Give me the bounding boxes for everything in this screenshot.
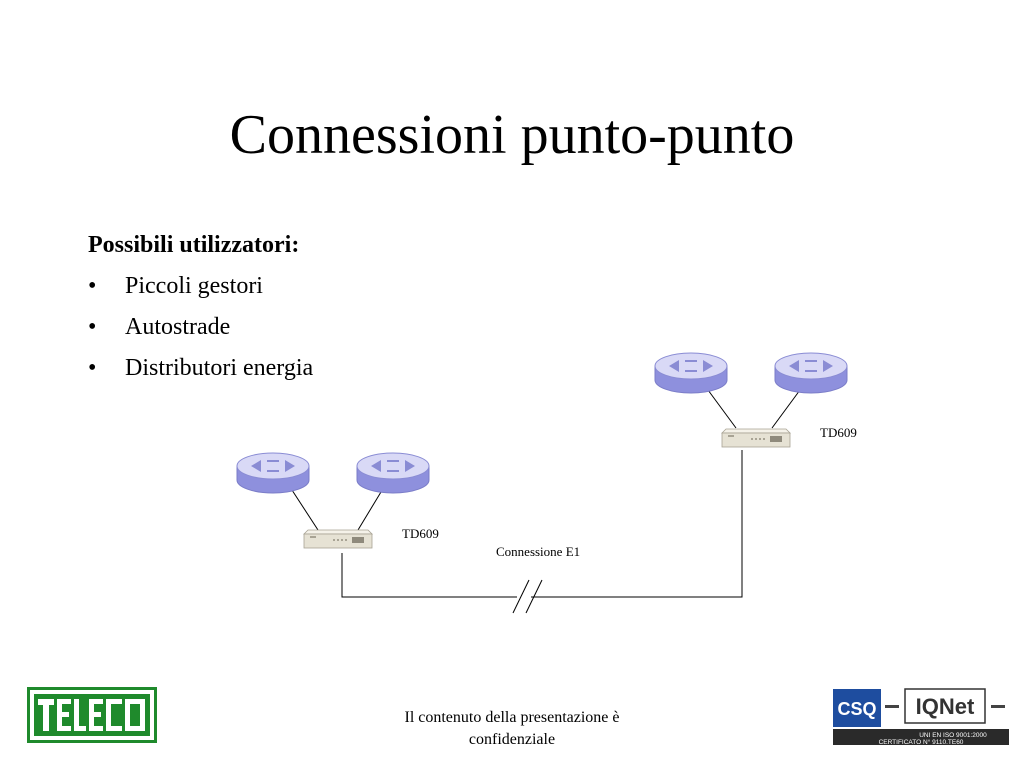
router-icon bbox=[774, 352, 848, 394]
td609-device-icon bbox=[303, 529, 373, 549]
bullet-item: •Autostrade bbox=[88, 314, 231, 340]
router-link-line bbox=[771, 389, 801, 429]
bullet-section: Possibili utilizzatori: •Piccoli gestori… bbox=[88, 230, 313, 394]
bullet-item: •Distributori energia bbox=[88, 355, 314, 381]
e1-link-line bbox=[341, 450, 743, 598]
teleco-logo bbox=[27, 687, 157, 743]
router-link-line bbox=[707, 389, 737, 429]
svg-text:CSQ: CSQ bbox=[837, 699, 876, 719]
confidentiality-note: Il contenuto della presentazione è confi… bbox=[404, 709, 620, 748]
link-break-mark bbox=[512, 579, 530, 614]
bullet-item-label: Piccoli gestori bbox=[125, 273, 263, 299]
router-icon bbox=[356, 452, 430, 494]
certification-logo: CSQ IQNet UNI EN ISO 9001:2000 CERTIFICA… bbox=[833, 688, 1009, 746]
router-icon bbox=[654, 352, 728, 394]
bullets-heading: Possibili utilizzatori: bbox=[88, 232, 300, 258]
device-label: TD609 bbox=[820, 425, 857, 440]
router-link-line bbox=[289, 486, 319, 531]
svg-text:IQNet: IQNet bbox=[916, 694, 975, 719]
bullet-list: •Piccoli gestori •Autostrade •Distributo… bbox=[88, 271, 313, 383]
page-title: Connessioni punto-punto bbox=[229, 104, 795, 166]
link-break-mark bbox=[525, 579, 543, 614]
bullet-item: •Piccoli gestori bbox=[88, 273, 263, 299]
link-label: Connessione E1 bbox=[496, 544, 580, 559]
svg-text:UNI EN ISO 9001:2000: UNI EN ISO 9001:2000 bbox=[919, 732, 987, 739]
router-link-line bbox=[357, 486, 385, 531]
svg-text:CERTIFICATO N° 9110.TE60: CERTIFICATO N° 9110.TE60 bbox=[879, 738, 964, 746]
bullet-item-label: Distributori energia bbox=[125, 355, 314, 381]
td609-device-icon bbox=[721, 428, 791, 448]
device-label: TD609 bbox=[402, 526, 439, 541]
router-icon bbox=[236, 452, 310, 494]
bullet-item-label: Autostrade bbox=[125, 314, 231, 340]
